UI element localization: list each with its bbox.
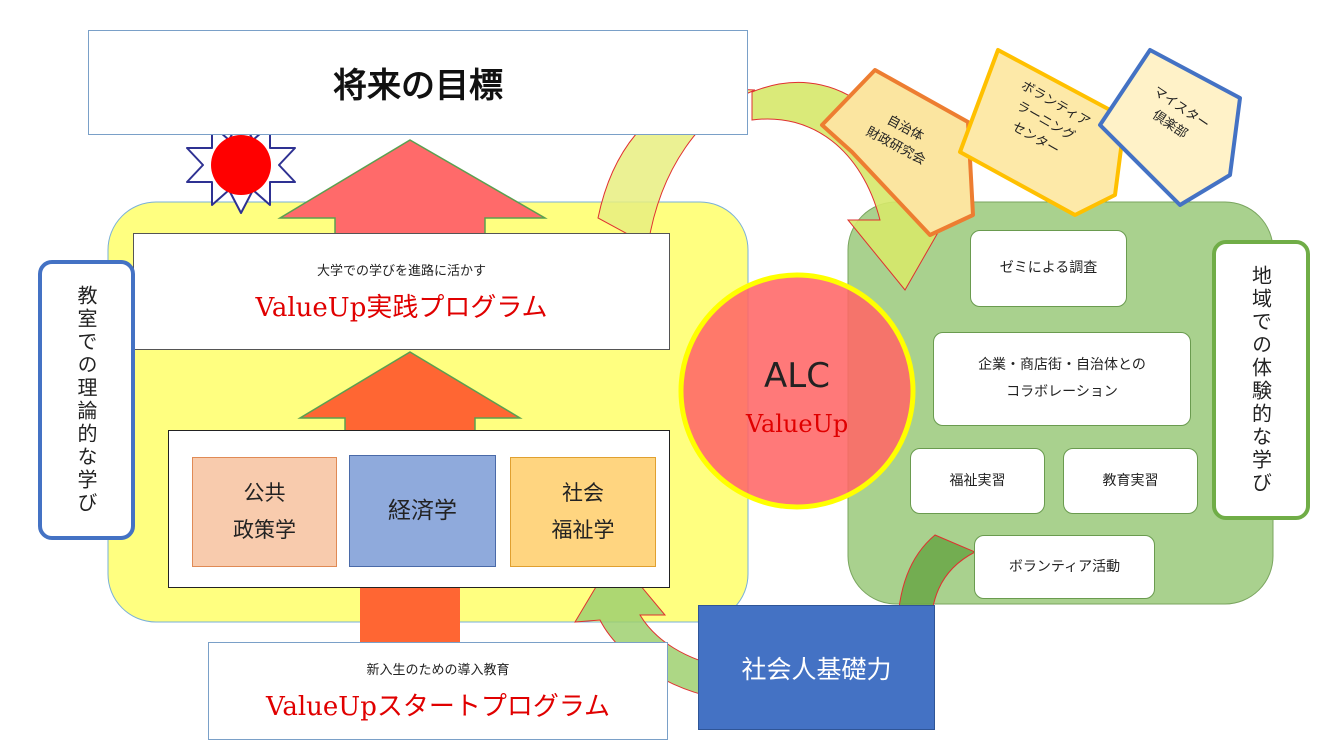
alc-title: ALC xyxy=(764,356,830,396)
community-label: 地域での体験的な学び xyxy=(1248,265,1273,495)
alc-circle xyxy=(678,272,916,510)
sun-icon xyxy=(186,116,296,214)
goal-title: 将来の目標 xyxy=(333,66,503,106)
activity-collaboration: 企業・商店街・自治体との コラボレーション xyxy=(933,332,1191,426)
classroom-label: 教室での理論的な学び xyxy=(74,285,98,515)
basic-skills-label: 社会人基礎力 xyxy=(741,654,892,684)
alc-subtitle: ValueUp xyxy=(745,410,849,438)
activity-volunteer: ボランティア活動 xyxy=(974,535,1155,599)
subject-social-welfare: 社会 福祉学 xyxy=(510,457,656,567)
community-label-box: 地域での体験的な学び xyxy=(1212,240,1310,520)
start-program-box: 新入生のための導入教育 ValueUpスタートプログラム xyxy=(208,642,668,740)
classroom-label-box: 教室での理論的な学び xyxy=(38,260,135,540)
start-subtitle: 新入生のための導入教育 xyxy=(366,663,510,678)
practice-title: ValueUp実践プログラム xyxy=(255,292,548,323)
practice-program-box: 大学での学びを進路に活かす ValueUp実践プログラム xyxy=(133,233,670,350)
curved-arrow-to-goal xyxy=(597,87,756,246)
goal-box: 将来の目標 xyxy=(88,30,748,135)
activity-education-practicum: 教育実習 xyxy=(1063,448,1198,514)
start-title: ValueUpスタートプログラム xyxy=(265,692,611,722)
arrow-from-start xyxy=(360,588,460,643)
subject-public-policy: 公共 政策学 xyxy=(192,457,337,567)
tag-shape-zaisei xyxy=(820,68,975,237)
activity-welfare-practicum: 福祉実習 xyxy=(910,448,1045,514)
subject-economics: 経済学 xyxy=(349,455,496,567)
activity-seminar: ゼミによる調査 xyxy=(970,230,1127,307)
practice-subtitle: 大学での学びを進路に活かす xyxy=(316,263,486,279)
basic-skills-box: 社会人基礎力 xyxy=(698,605,935,730)
tag-shape-volunteer-center xyxy=(958,48,1127,217)
tag-shape-meister xyxy=(1098,48,1242,207)
